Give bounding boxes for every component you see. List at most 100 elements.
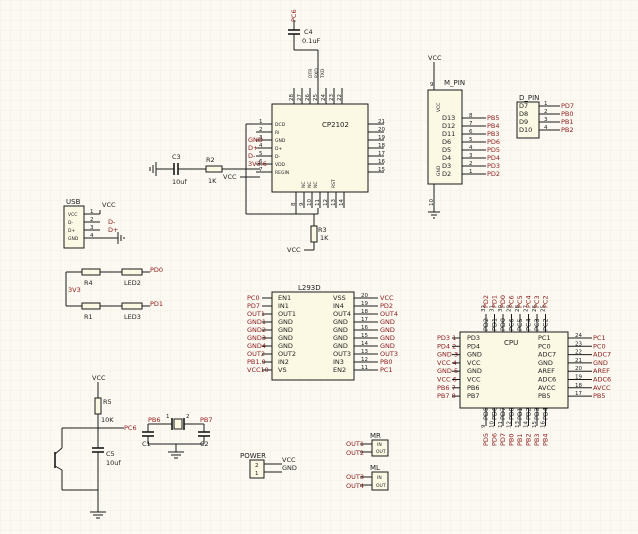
resistor-r1-ref: R1 xyxy=(84,313,93,321)
m-pin-net: PB5 xyxy=(487,114,500,122)
led3-ref: LED3 xyxy=(124,313,141,321)
mr-pin-in: IN xyxy=(377,442,382,448)
cp2102-right-pin-num: 20 xyxy=(378,127,385,133)
cp2102-top-pin-num: 28 xyxy=(289,94,295,101)
cpu-right-net: PB5 xyxy=(593,392,606,400)
power-net-vcc: VCC xyxy=(282,456,296,464)
cpu-right-pin-name: PB5 xyxy=(538,392,551,400)
l293d-right-pin-num: 13 xyxy=(361,349,368,355)
l293d-right-net: GND xyxy=(380,318,395,326)
power-num-2: 2 xyxy=(255,463,259,469)
l293d-right-pin-num: 14 xyxy=(361,341,368,347)
power-net-gnd: GND xyxy=(282,464,297,472)
cpu-top-pin-num: 25 xyxy=(541,305,547,312)
cp2102-bottom-pin-num: 10 xyxy=(307,199,313,206)
cpu-top-pin-name: PC6 xyxy=(508,318,516,331)
l293d-left-pin-name: IN1 xyxy=(278,302,289,310)
l293d-title: L293D xyxy=(298,284,321,292)
cp2102-top-name-0: DTR xyxy=(308,69,314,78)
m-pin-num: 7 xyxy=(469,121,473,127)
l293d-chip-body xyxy=(271,291,355,381)
cpu-left-net: GND 5 xyxy=(437,367,458,375)
cpu-top-pin-name: PC5 xyxy=(516,318,524,331)
cpu-top-net: PD2 xyxy=(482,295,490,308)
cp2102-right-pin-num: 16 xyxy=(378,159,385,165)
d-pin-net: PB2 xyxy=(561,126,574,134)
led2-body xyxy=(121,268,143,276)
resistor-r4-ref: R4 xyxy=(84,279,93,287)
resistor-r1 xyxy=(81,302,101,310)
cpu-bottom-pin-num: 14 xyxy=(524,421,530,428)
reset-net-pc6: PC6 xyxy=(124,424,137,432)
l293d-left-pin-name: VS xyxy=(278,366,287,374)
usb-pin-num: 4 xyxy=(90,233,94,239)
cpu-bottom-net: PB3 xyxy=(533,433,541,446)
mr-connector-body xyxy=(371,439,389,457)
l293d-right-pin-name: IN3 xyxy=(333,358,344,366)
cpu-left-net: PD3 1 xyxy=(437,334,456,342)
m-pin-num: 8 xyxy=(469,113,473,119)
m-pin-num: 2 xyxy=(469,161,473,167)
l293d-right-net: PC1 xyxy=(380,366,393,374)
cpu-top-pin-num: 29 xyxy=(507,305,513,312)
cpu-bottom-net: PB0 xyxy=(508,433,516,446)
mr-title: MR xyxy=(370,432,381,440)
cp2102-top-name-1: RXD xyxy=(314,68,320,78)
cp2102-top-pin-num: 27 xyxy=(297,94,303,101)
m-pin-name: D5 xyxy=(442,146,451,154)
cpu-left-pin-name: GND xyxy=(467,367,482,375)
cp2102-net-dplus: D+ xyxy=(248,144,258,152)
cpu-bottom-pin-name: PD7 xyxy=(499,407,507,420)
cpu-bottom-net: PB1 xyxy=(516,433,524,446)
usb-pin-num: 1 xyxy=(90,209,94,215)
cp2102-top-pin-num: 23 xyxy=(329,94,335,101)
l293d-right-pin-num: 20 xyxy=(361,293,368,299)
l293d-right-net: GND xyxy=(380,334,395,342)
power-num-1: 1 xyxy=(255,471,259,477)
cpu-bottom-pin-name: PB2 xyxy=(525,407,533,420)
m-pin-num: 4 xyxy=(469,145,473,151)
cp2102-left-pin-name: D+ xyxy=(275,146,282,152)
cpu-top-net: PD1 xyxy=(491,295,499,308)
cpu-top-pin-name: PD1 xyxy=(491,318,499,331)
l293d-right-net: PD2 xyxy=(380,302,393,310)
crystal-pin-2: 2 xyxy=(186,414,190,420)
resistor-r5 xyxy=(94,397,102,415)
l293d-left-pin-name: OUT1 xyxy=(278,310,296,318)
l293d-left-net: OUT1 xyxy=(247,310,265,318)
cpu-bottom-pin-num: 9 xyxy=(481,424,487,428)
l293d-right-pin-num: 19 xyxy=(361,301,368,307)
d-pin-num: 3 xyxy=(544,117,548,123)
m-pin-vcc-num: 9 xyxy=(430,82,434,88)
reset-vcc: VCC xyxy=(92,374,106,382)
cp2102-title: CP2102 xyxy=(322,121,349,129)
cpu-right-pin-name: PC1 xyxy=(538,334,551,342)
cp2102-left-pin-name: DCD xyxy=(275,122,286,128)
l293d-left-net: VCC10 xyxy=(247,366,269,374)
cpu-left-pin-name: VCC xyxy=(467,376,481,384)
m-pin-name: D3 xyxy=(442,162,451,170)
power-title: POWER xyxy=(240,452,266,460)
cpu-bottom-pin-num: 15 xyxy=(532,421,538,428)
l293d-left-net: OUT2 xyxy=(247,350,265,358)
m-pin-net: PD2 xyxy=(487,170,500,178)
cpu-top-net: PC5 xyxy=(516,295,524,308)
cap-c4-value: 0.1uF xyxy=(302,37,320,45)
l293d-right-pin-name: IN4 xyxy=(333,302,344,310)
l293d-left-pin-name: GND xyxy=(278,342,293,350)
crystal-block: PB6 PB7 1 2 C1 C2 xyxy=(142,414,213,459)
usb-pin-name: VCC xyxy=(68,212,77,218)
l293d-right-net: PB0 xyxy=(380,358,393,366)
cpu-left-net: PB6 7 xyxy=(437,384,456,392)
m-pin-net: PD3 xyxy=(487,162,500,170)
m-pin-num: 3 xyxy=(469,153,473,159)
l293d-right-pin-num: 16 xyxy=(361,325,368,331)
cap-c1-ref: C1 xyxy=(142,440,151,448)
cpu-left-pin-name: PD3 xyxy=(467,334,480,342)
cpu-bottom-pin-name: PB0 xyxy=(508,407,516,420)
cpu-right-net: PC0 xyxy=(593,342,606,350)
cpu-top-pin-num: 30 xyxy=(498,305,504,312)
